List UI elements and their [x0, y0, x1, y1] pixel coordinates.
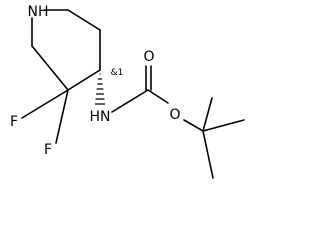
bond-carbonyl-c-ester-o [147, 89, 169, 104]
piperidine-ring [31, 9, 101, 91]
bond-c3-f2 [55, 89, 69, 144]
hashed-wedge-bond [94, 73, 106, 105]
atom-label-f1: F [10, 114, 18, 130]
atom-label-ester-o: O [169, 107, 180, 123]
molecule-structure: NH F F HN O O &1 [10, 4, 245, 179]
bond-tbu-methyl-3 [202, 130, 214, 179]
bond-ester-o-tbu-c [183, 119, 204, 132]
bond-c3-f1 [21, 89, 69, 119]
atom-label-carbonyl-o: O [143, 49, 154, 65]
atom-label-amide-nh: HN [90, 109, 111, 125]
bond-tbu-methyl-2 [202, 119, 245, 132]
stereo-annotation: &1 [111, 68, 124, 78]
atom-label-nh: NH [28, 4, 49, 20]
bond-ring-c4-c3 [67, 69, 101, 91]
atom-label-f2: F [44, 142, 52, 158]
bond-tbu-methyl-1 [202, 97, 213, 132]
bond-ring-c6-c5 [67, 9, 101, 31]
bond-n-carbonyl-c [111, 89, 149, 113]
bond-ring-c3-c2 [31, 45, 69, 91]
